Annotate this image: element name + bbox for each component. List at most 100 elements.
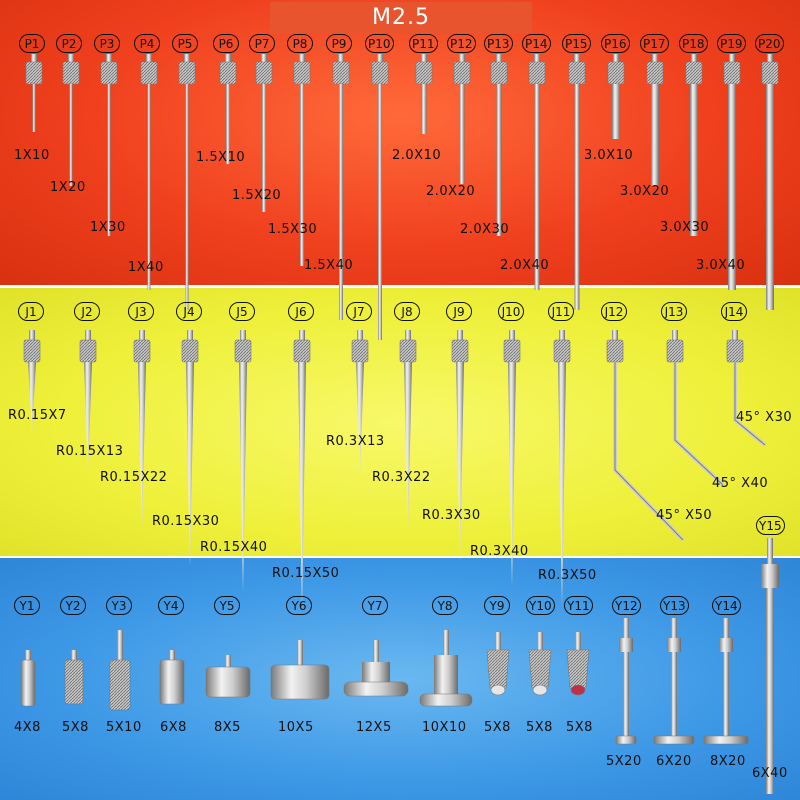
probe-needle-j12 bbox=[606, 330, 685, 542]
probe-needle-j8 bbox=[399, 330, 417, 532]
badge-y12: Y12 bbox=[612, 596, 641, 615]
badge-y1: Y1 bbox=[14, 596, 40, 615]
label-y-size: 10X5 bbox=[278, 720, 314, 735]
badge-p8: P8 bbox=[287, 34, 313, 53]
badge-y14: Y14 bbox=[712, 596, 741, 615]
label-y-size: 5X10 bbox=[106, 720, 142, 735]
label-j-size: 45° X50 bbox=[656, 508, 713, 523]
badge-p9: P9 bbox=[326, 34, 352, 53]
label-y-size: 8X5 bbox=[214, 720, 241, 735]
j-series-panel bbox=[0, 288, 800, 558]
label-j-size: R0.15X50 bbox=[272, 566, 340, 581]
label-p-size: 2.0X30 bbox=[460, 222, 510, 237]
badge-j10: J10 bbox=[498, 302, 524, 321]
badge-j2: J2 bbox=[74, 302, 100, 321]
contact-point-y13 bbox=[653, 618, 695, 745]
contact-point-y8 bbox=[419, 630, 473, 707]
label-y-size: 12X5 bbox=[356, 720, 392, 735]
probe-tip-p2 bbox=[62, 54, 80, 186]
badge-y13: Y13 bbox=[660, 596, 689, 615]
badge-y8: Y8 bbox=[432, 596, 458, 615]
probe-tip-p18 bbox=[685, 54, 703, 236]
thread-size-title: M2.5 bbox=[372, 5, 430, 30]
probe-tip-p11 bbox=[415, 54, 433, 134]
label-y-size: 5X8 bbox=[526, 720, 553, 735]
label-p-size: 1.5X40 bbox=[304, 258, 354, 273]
probe-tip-p19 bbox=[723, 54, 741, 290]
label-p-size: 3.0X10 bbox=[584, 148, 634, 163]
label-y-size: 5X8 bbox=[484, 720, 511, 735]
label-p-size: 3.0X40 bbox=[696, 258, 746, 273]
probe-tip-p7 bbox=[255, 54, 273, 212]
label-j-size: R0.15X13 bbox=[56, 444, 124, 459]
title-banner bbox=[270, 2, 532, 34]
badge-j4: J4 bbox=[176, 302, 202, 321]
label-j-size: 45° X40 bbox=[712, 476, 769, 491]
badge-p13: P13 bbox=[484, 34, 513, 53]
badge-y10: Y10 bbox=[526, 596, 555, 615]
label-j-size: R0.3X22 bbox=[372, 470, 431, 485]
label-j-size: R0.3X30 bbox=[422, 508, 481, 523]
label-p-size: 1X30 bbox=[90, 220, 126, 235]
label-p-size: 2.0X10 bbox=[392, 148, 442, 163]
probe-tip-p15 bbox=[568, 54, 586, 310]
badge-j11: J11 bbox=[548, 302, 574, 321]
probe-tip-p6 bbox=[219, 54, 237, 164]
badge-p10: P10 bbox=[365, 34, 394, 53]
badge-j12: J12 bbox=[601, 302, 627, 321]
contact-point-y15 bbox=[761, 538, 779, 794]
badge-p15: P15 bbox=[562, 34, 591, 53]
probe-needle-j10 bbox=[503, 330, 521, 587]
label-p-size: 1X10 bbox=[14, 148, 50, 163]
badge-y7: Y7 bbox=[362, 596, 388, 615]
label-j-size: R0.3X13 bbox=[326, 434, 385, 449]
label-j-size: R0.15X40 bbox=[200, 540, 268, 555]
probe-tip-p16 bbox=[607, 54, 625, 139]
label-y-size: 5X8 bbox=[62, 720, 89, 735]
label-y-size: 4X8 bbox=[14, 720, 41, 735]
badge-j9: J9 bbox=[446, 302, 472, 321]
contact-point-y2 bbox=[64, 650, 84, 705]
badge-y15: Y15 bbox=[756, 516, 785, 535]
label-p-size: 1.5X10 bbox=[196, 150, 246, 165]
label-y-size: 5X8 bbox=[566, 720, 593, 735]
badge-p3: P3 bbox=[94, 34, 120, 53]
badge-j8: J8 bbox=[394, 302, 420, 321]
contact-point-y6 bbox=[270, 640, 330, 700]
probe-tip-p13 bbox=[490, 54, 508, 236]
badge-j14: J14 bbox=[721, 302, 747, 321]
badge-y3: Y3 bbox=[106, 596, 132, 615]
badge-p2: P2 bbox=[56, 34, 82, 53]
badge-p19: P19 bbox=[717, 34, 746, 53]
badge-p18: P18 bbox=[679, 34, 708, 53]
probe-needle-j2 bbox=[79, 330, 97, 472]
contact-point-y10 bbox=[528, 632, 552, 696]
label-y-size: 5X20 bbox=[606, 754, 642, 769]
probe-needle-j6 bbox=[293, 330, 311, 612]
label-p-size: 3.0X20 bbox=[620, 184, 670, 199]
probe-needle-j1 bbox=[23, 330, 41, 432]
label-p-size: 1X20 bbox=[50, 180, 86, 195]
badge-p12: P12 bbox=[447, 34, 476, 53]
label-j-size: R0.15X30 bbox=[152, 514, 220, 529]
badge-p11: P11 bbox=[409, 34, 438, 53]
contact-point-y9 bbox=[486, 632, 510, 696]
badge-y4: Y4 bbox=[158, 596, 184, 615]
badge-j5: J5 bbox=[229, 302, 255, 321]
probe-needle-j14 bbox=[726, 330, 767, 447]
probe-needle-j9 bbox=[451, 330, 469, 562]
label-y-size: 6X20 bbox=[656, 754, 692, 769]
badge-p6: P6 bbox=[213, 34, 239, 53]
probe-tip-p17 bbox=[646, 54, 664, 186]
probe-needle-j7 bbox=[351, 330, 369, 472]
label-j-size: R0.15X22 bbox=[100, 470, 168, 485]
probe-tip-p4 bbox=[140, 54, 158, 290]
label-y-size: 10X10 bbox=[422, 720, 467, 735]
badge-y9: Y9 bbox=[484, 596, 510, 615]
label-j-size: R0.3X40 bbox=[470, 544, 529, 559]
probe-needle-j13 bbox=[666, 330, 725, 487]
contact-point-y5 bbox=[205, 655, 251, 698]
badge-j1: J1 bbox=[18, 302, 44, 321]
badge-j6: J6 bbox=[288, 302, 314, 321]
